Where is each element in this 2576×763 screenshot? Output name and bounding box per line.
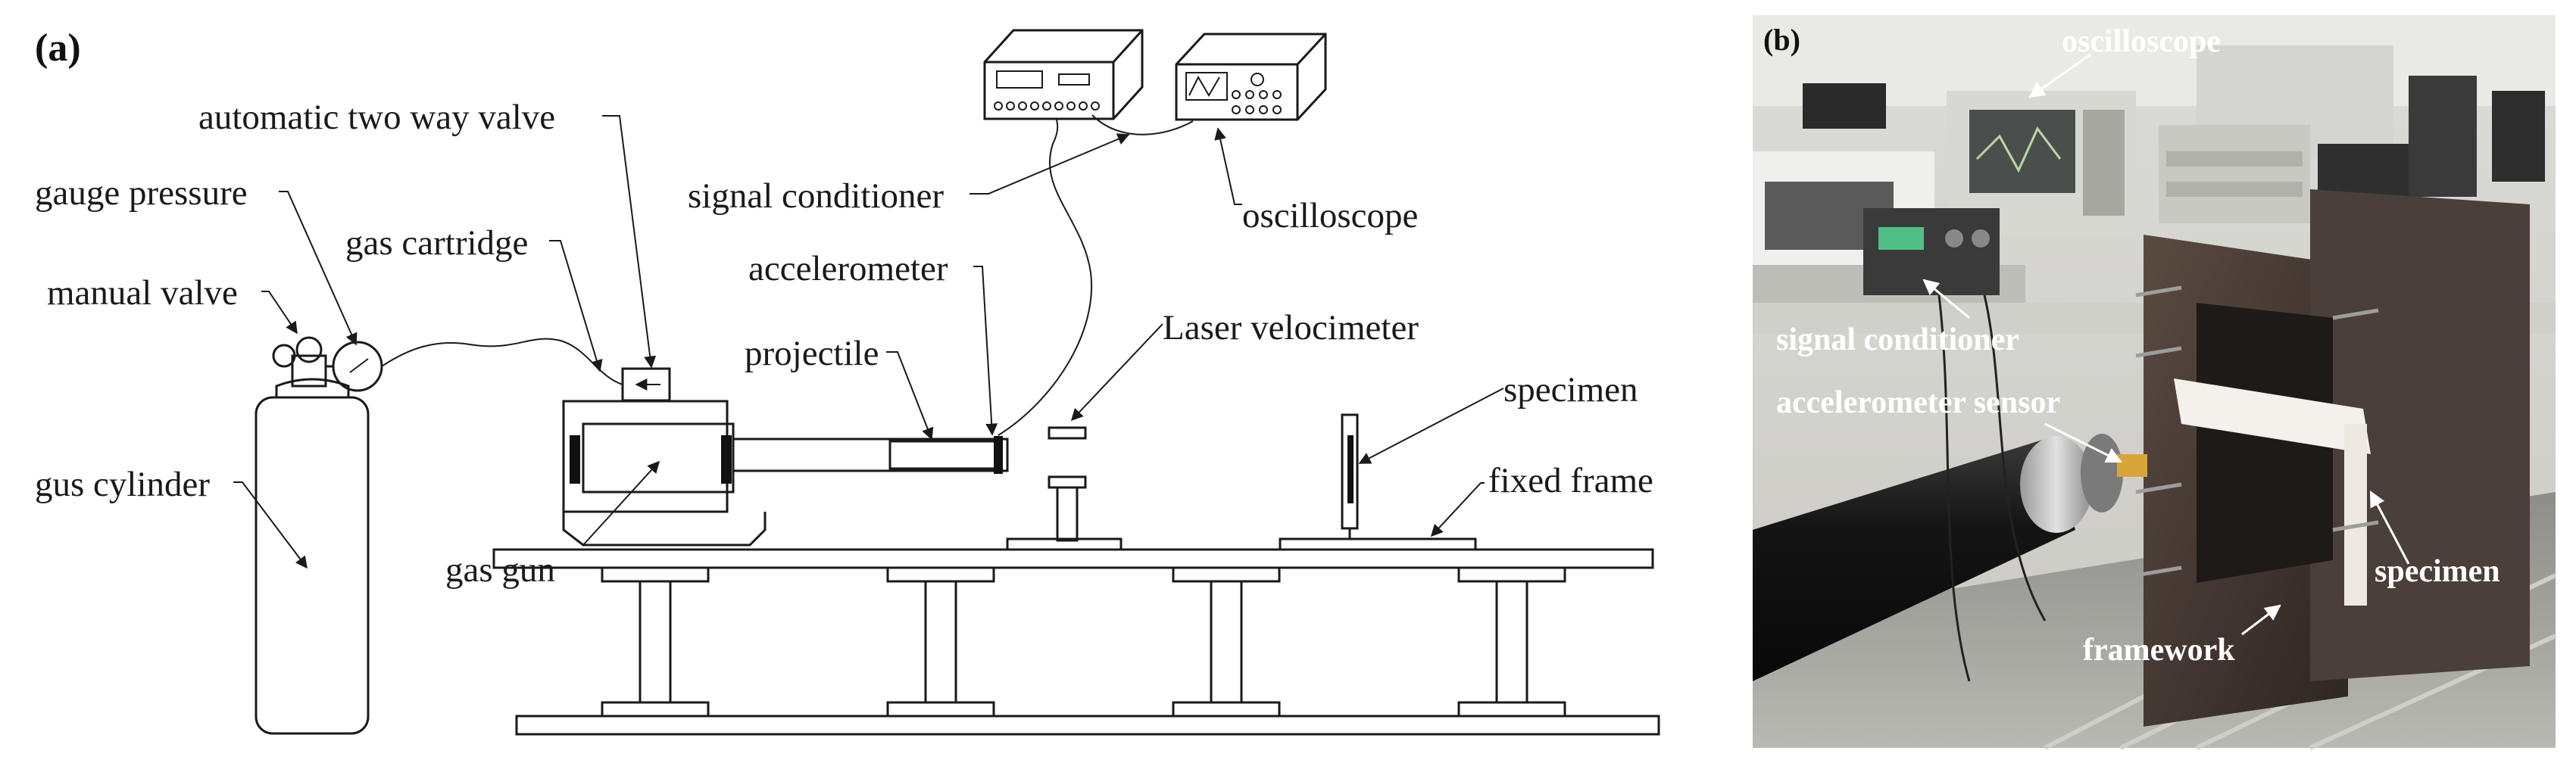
panel-a-leaders [233,115,1504,569]
label-gauge-pressure: gauge pressure [35,173,248,213]
panel-a-schematic: (a) [35,26,1660,736]
pressure-gauge-drawing [326,341,383,392]
label-specimen: specimen [1503,370,1638,410]
gas-cylinder-drawing [254,336,370,735]
label-manual-valve: manual valve [47,273,238,313]
panel-a-letter: (a) [35,26,81,70]
specimen-frame-drawing [1279,413,1477,551]
cable-accelerometer-conditioner [998,119,1093,436]
label-laser-velocimeter: Laser velocimeter [1163,308,1419,347]
oscilloscope-drawing [1175,33,1327,121]
label-projectile: projectile [745,334,879,373]
label-fixed-frame: fixed frame [1488,461,1653,500]
laser-velocimeter-drawing [1006,426,1123,551]
panel-b-photo: (b) oscilloscope signal conditioner acce… [1753,15,2557,750]
label-accelerometer: accelerometer [748,249,948,288]
gas-pipe [381,338,623,385]
photo-label-specimen: specimen [2375,554,2500,589]
label-gas-gun: gas gun [445,550,555,590]
panel-b-leaders [1922,53,2410,636]
label-oscilloscope: oscilloscope [1242,196,1418,235]
signal-conditioner-drawing [983,29,1144,120]
label-automatic-two-way-valve: automatic two way valve [198,98,555,137]
table-legs [601,566,1566,718]
label-gus-cylinder: gus cylinder [35,465,210,504]
panel-b-letter: (b) [1763,23,1800,57]
photo-label-accelerometer-sensor: accelerometer sensor [1776,385,2060,420]
photo-label-oscilloscope: oscilloscope [2062,24,2221,59]
test-table-drawing [492,548,1660,736]
gas-gun-drawing [562,367,1009,547]
label-signal-conditioner: signal conditioner [688,176,944,216]
photo-label-signal-conditioner: signal conditioner [1776,322,2019,357]
label-gas-cartridge: gas cartridge [345,223,528,263]
photo-label-framework: framework [2083,633,2235,668]
cable-conditioner-oscilloscope [1091,114,1194,135]
